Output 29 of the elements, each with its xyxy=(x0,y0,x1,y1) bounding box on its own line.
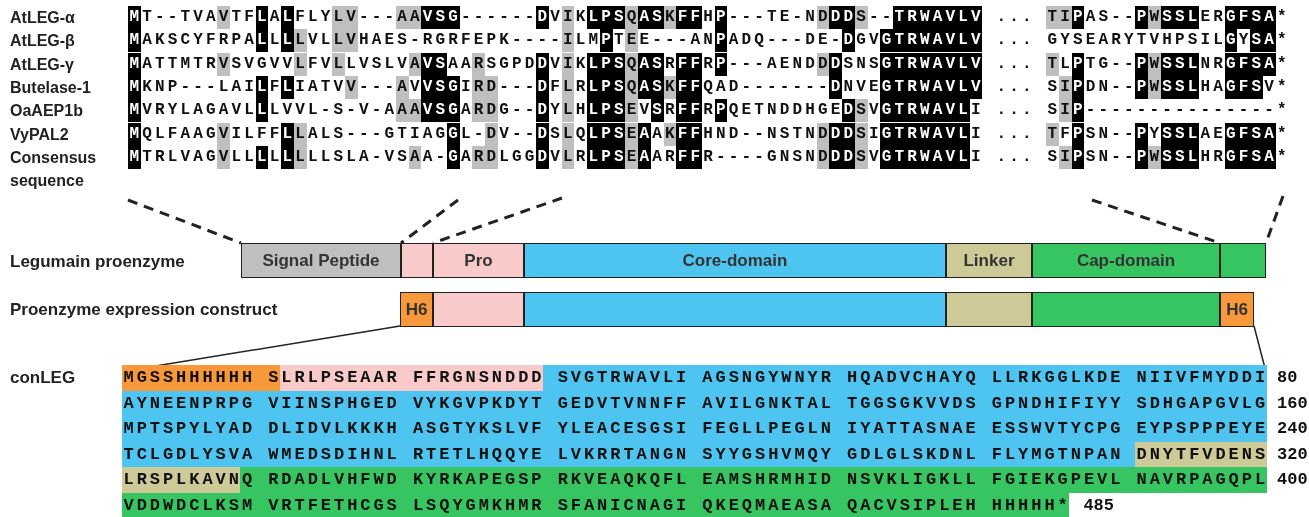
sequence-name: VyPAL2 xyxy=(10,124,69,145)
domain-segment: Cap-domain xyxy=(1032,243,1220,278)
residue-count: 160 xyxy=(1277,392,1308,415)
domain-segment xyxy=(401,243,433,278)
domain-segment: H6 xyxy=(400,292,433,327)
sequence-name: Consensus sequence xyxy=(10,147,98,191)
sequence-name: AtLEG-α xyxy=(10,8,75,28)
residue-count: 240 xyxy=(1277,418,1308,441)
domain-segment: H6 xyxy=(1220,292,1254,327)
domain-segment xyxy=(524,292,946,327)
residue-count: 485 xyxy=(1083,495,1114,517)
domain-segment xyxy=(946,292,1032,327)
domain-segment: Signal Peptide xyxy=(241,243,401,278)
residue-count: 320 xyxy=(1277,443,1308,466)
domain-segment xyxy=(1032,292,1220,327)
sequence-name: AtLEG-γ xyxy=(10,54,74,75)
domain-segment xyxy=(433,292,524,327)
sequence-name: Butelase-1 xyxy=(10,77,91,98)
domain-segment: Linker xyxy=(946,243,1032,278)
residue-count: 80 xyxy=(1277,367,1298,389)
sequence-name: conLEG xyxy=(10,367,76,389)
domain-segment: Pro xyxy=(433,243,524,278)
domain-segment: Core-domain xyxy=(524,243,946,278)
sequence-name: AtLEG-β xyxy=(10,31,75,52)
sequence-name: OaAEP1b xyxy=(10,101,83,122)
row-label: Legumain proenzyme xyxy=(10,251,185,273)
residue-count: 400 xyxy=(1277,469,1308,492)
domain-segment xyxy=(1220,243,1266,278)
row-label: Proenzyme expression construct xyxy=(10,299,278,321)
